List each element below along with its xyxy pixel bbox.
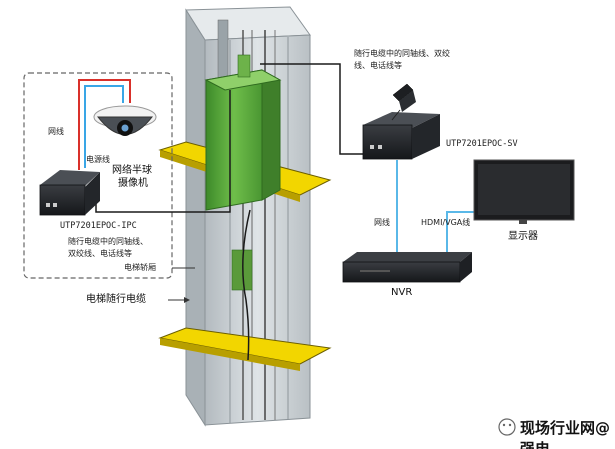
car-label: 电梯轿厢	[124, 263, 156, 272]
callout-arrows	[168, 267, 195, 303]
cable-spec-left-line2: 双绞线、电话线等	[68, 249, 132, 258]
wire-net-left-label: 网线	[48, 127, 64, 136]
device-ipc-label: UTP7201EPOC-IPC	[60, 221, 137, 231]
watermark-handle: @强电	[520, 419, 611, 449]
elevator-car	[204, 54, 282, 291]
wechat-icon	[498, 418, 516, 436]
watermark-text: 现场行业网@强电	[520, 417, 615, 449]
dome-camera	[93, 105, 157, 136]
traveling-cable-label: 电梯随行电缆	[86, 294, 146, 305]
camera-label-line2: 摄像机	[118, 178, 148, 189]
camera-label-line1: 网络半球	[112, 165, 152, 176]
cable-spec-top-line2: 线、电话线等	[354, 61, 402, 70]
device-sv-label: UTP7201EPOC-SV	[446, 139, 518, 149]
traveling-cable	[242, 209, 251, 361]
nvr-recorder	[342, 252, 472, 283]
monitor-label: 显示器	[508, 231, 538, 242]
wire-net-right-label: 网线	[374, 218, 390, 227]
hdmi-vga-label: HDMI/VGA线	[421, 218, 471, 227]
wire-power-label: 电源线	[86, 155, 110, 164]
camera-enclosure-dashed	[23, 72, 173, 279]
sv-converter-device	[362, 112, 440, 160]
nvr-label: NVR	[391, 287, 413, 298]
monitor-display	[473, 159, 575, 224]
ipc-converter-device	[39, 170, 100, 216]
watermark-name: 现场行业网	[520, 419, 596, 437]
cable-spec-top-line1: 随行电缆中的同轴线、双绞	[354, 49, 450, 58]
power-adapter	[391, 83, 416, 121]
cable-spec-left-line1: 随行电缆中的同轴线、	[68, 237, 148, 246]
